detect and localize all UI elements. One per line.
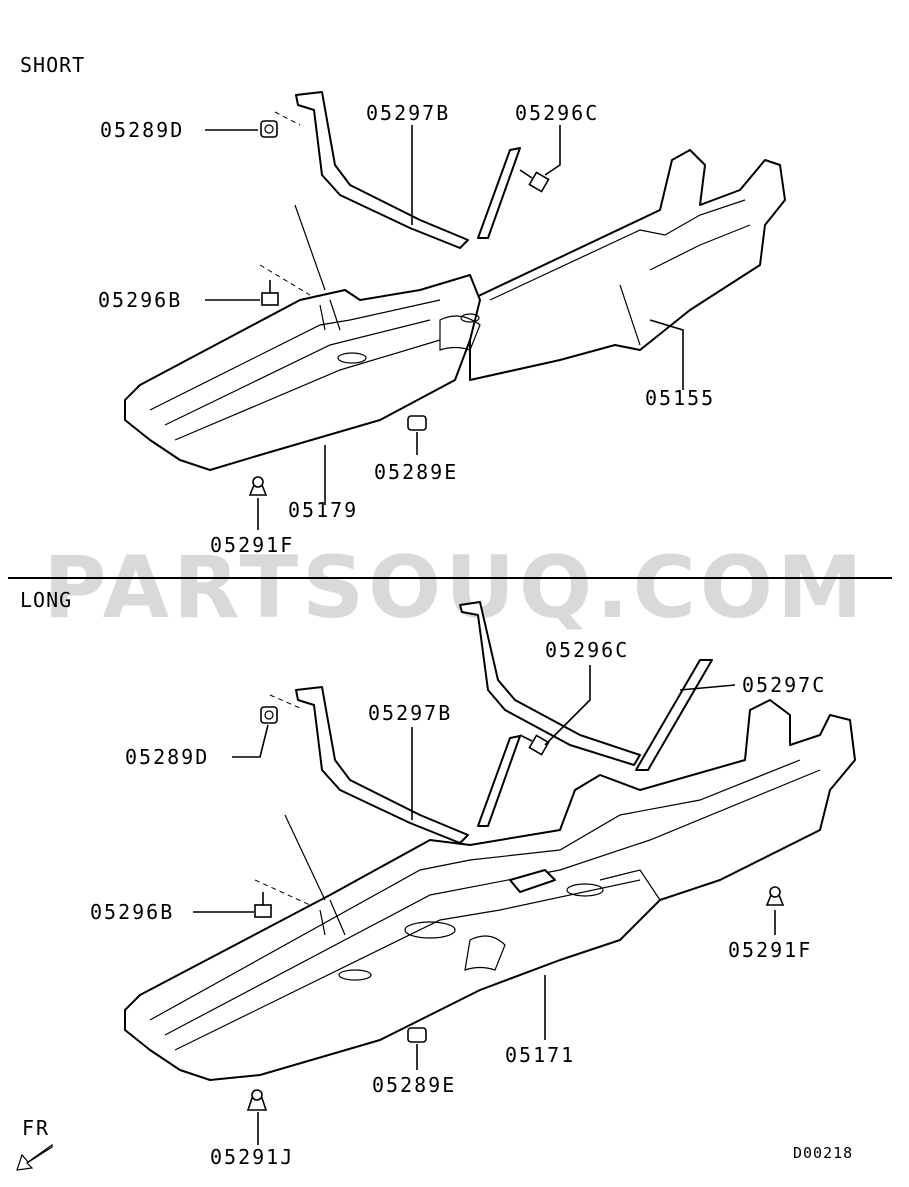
front-indicator-label: FR <box>22 1116 51 1140</box>
callout-05171-long[interactable]: 05171 <box>505 1043 576 1067</box>
nut-05289D-short <box>260 120 278 138</box>
clip-05291J-long <box>246 1089 268 1111</box>
bracket-05297C-long <box>459 601 641 766</box>
callout-05297B-short[interactable]: 05297B <box>366 101 451 125</box>
callout-05179-short[interactable]: 05179 <box>288 498 359 522</box>
bracket-05297B-long <box>295 686 469 844</box>
callout-05289D-short[interactable]: 05289D <box>100 118 185 142</box>
long-skid-plate-assembly <box>124 699 856 1081</box>
callout-05289E-long[interactable]: 05289E <box>372 1073 457 1097</box>
callout-05291F-short[interactable]: 05291F <box>210 533 295 557</box>
bolt-05296C-long <box>519 734 550 756</box>
nut-05289D-long <box>260 706 278 724</box>
callout-05296C-long[interactable]: 05296C <box>545 638 630 662</box>
callout-05289D-long[interactable]: 05289D <box>125 745 210 769</box>
callout-05289E-short[interactable]: 05289E <box>374 460 459 484</box>
callout-05155-short[interactable]: 05155 <box>645 386 716 410</box>
bolt-05296B-short <box>261 280 279 306</box>
callout-05291F-long[interactable]: 05291F <box>728 938 813 962</box>
diagram-code: D00218 <box>793 1144 854 1162</box>
clip-05291F-short <box>248 476 268 496</box>
short-skid-plate-assembly <box>124 149 786 471</box>
callout-05296B-long[interactable]: 05296B <box>90 900 175 924</box>
bracket-05297B-short <box>295 91 469 249</box>
section-title-long: LONG <box>20 588 73 612</box>
callout-05291J-long[interactable]: 05291J <box>210 1145 295 1169</box>
nut-05289E-short <box>407 415 427 431</box>
callout-05296B-short[interactable]: 05296B <box>98 288 183 312</box>
callout-05297C-long[interactable]: 05297C <box>742 673 827 697</box>
bracket-05296C-arm-short <box>477 147 521 239</box>
nut-05289E-long <box>407 1027 427 1043</box>
watermark: PARTSOUQ.COM <box>43 538 867 638</box>
bracket-arm-05297C-long <box>635 659 713 771</box>
rear-guard-05155-short <box>469 149 786 381</box>
bolt-05296C-short <box>519 169 550 193</box>
callout-05296C-short[interactable]: 05296C <box>515 101 600 125</box>
section-title-short: SHORT <box>20 53 86 77</box>
bracket-05296C-arm-long <box>477 735 521 827</box>
clip-05291F-long <box>765 886 785 906</box>
bolt-05296B-long <box>254 892 272 918</box>
front-arrow-icon <box>16 1143 53 1171</box>
callout-05297B-long[interactable]: 05297B <box>368 701 453 725</box>
front-guard-05179-short <box>124 274 481 471</box>
